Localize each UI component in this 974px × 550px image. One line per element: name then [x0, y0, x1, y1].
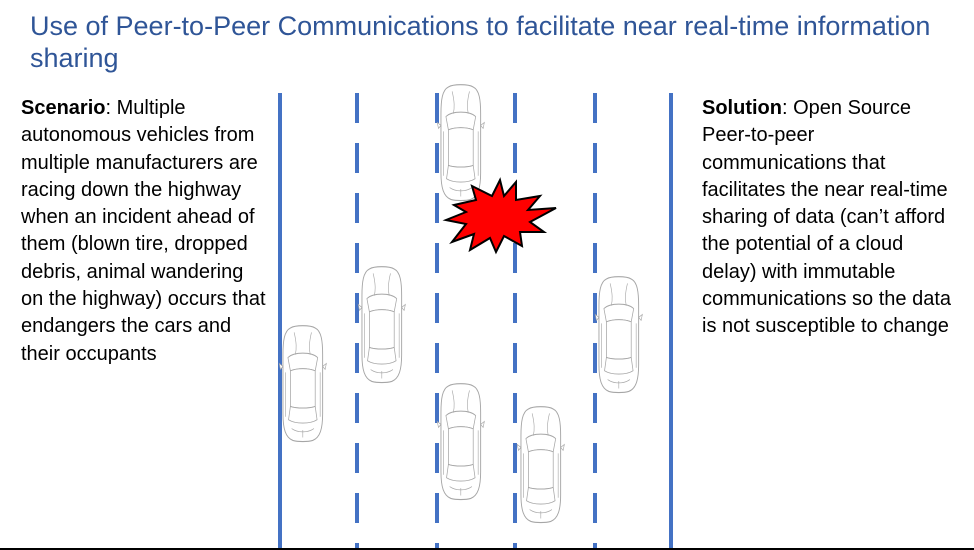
car-icon	[358, 267, 405, 383]
car-icon	[437, 85, 484, 201]
car-icon	[595, 277, 642, 393]
car-icon	[437, 384, 484, 500]
car-icon	[517, 407, 564, 523]
car-icon	[279, 326, 326, 442]
